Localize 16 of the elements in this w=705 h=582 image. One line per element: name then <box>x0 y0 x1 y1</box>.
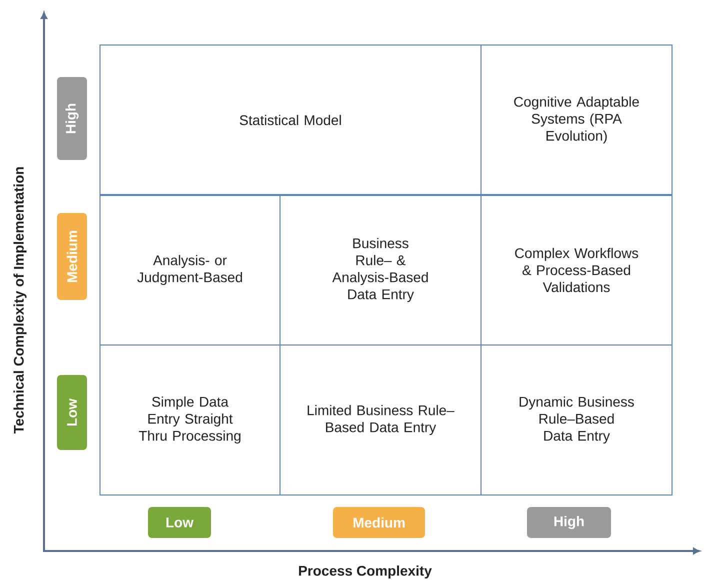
level-badge: High <box>527 507 611 538</box>
grid-cell: Limited Business Rule–Based Data Entry <box>280 344 482 496</box>
grid-cell: Cognitive Adaptable Systems (RPA Evolution) <box>480 44 672 196</box>
level-badge: High <box>57 77 87 160</box>
axis-title: Process Complexity <box>299 565 432 579</box>
level-badge: Low <box>148 507 211 538</box>
grid-cell: Simple Data Entry Straight Thru Processing <box>100 344 280 496</box>
grid-cell: Statistical Model <box>100 44 482 196</box>
level-badge: Medium <box>333 507 425 538</box>
grid-cell: Business Rule– & Analysis-Based Data Entry <box>280 194 482 346</box>
level-badge: Low <box>57 375 87 450</box>
grid-cell: Analysis- or Judgment-Based <box>100 194 280 346</box>
axis-title: Technical Complexity of Implementation <box>13 167 27 434</box>
grid-cell: Dynamic Business Rule–Based Data Entry <box>480 344 672 496</box>
level-badge: Medium <box>57 213 87 300</box>
grid-cell: Complex Workflows & Process-Based Validations <box>480 194 672 346</box>
